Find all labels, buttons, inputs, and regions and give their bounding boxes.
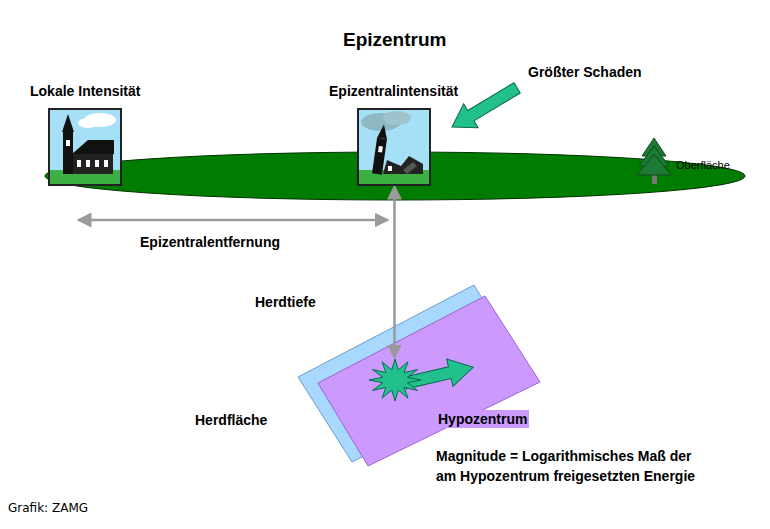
depth-label: Herdtiefe	[255, 292, 316, 312]
source-credit: Grafik: ZAMG	[8, 500, 88, 517]
diagram-title: Epizentrum	[343, 28, 446, 52]
damage-label: Größter Schaden	[528, 62, 642, 82]
magnitude-note: Magnitude = Logarithmisches Maß der am H…	[436, 446, 696, 486]
distance-arrow	[78, 219, 388, 222]
hypocenter-label: Hypozentrum	[436, 410, 529, 428]
intensity-picture-box: Lokale Intensität	[48, 108, 122, 186]
depth-arrow	[393, 186, 396, 358]
tree-symbol	[637, 138, 671, 184]
picture-heading: Epizentralintensität	[329, 82, 458, 100]
fault-plane	[318, 296, 540, 466]
fault-plane-label: Herdfläche	[195, 410, 267, 430]
distance-label: Epizentralentfernung	[140, 232, 280, 252]
star-shape	[368, 358, 422, 402]
epicentral-picture-box: Epizentralintensität	[357, 108, 431, 186]
surface-label: Oberfläche	[676, 158, 730, 173]
church-picture	[48, 108, 122, 186]
picture-heading: Lokale Intensität	[30, 82, 140, 100]
damaged-church-picture	[357, 108, 431, 186]
star-outline	[369, 359, 421, 401]
hypocenter-star: Hypozentrum	[368, 358, 422, 402]
slip-arrow	[402, 354, 477, 397]
